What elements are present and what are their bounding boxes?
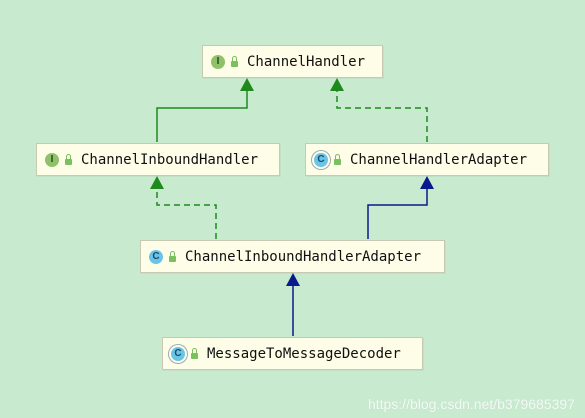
node-channel-inbound-handler-adapter[interactable]: C ChannelInboundHandlerAdapter	[140, 240, 445, 273]
node-label: ChannelInboundHandlerAdapter	[185, 248, 422, 265]
node-label: ChannelHandler	[247, 53, 366, 70]
arrowhead-adapter-to-handler	[330, 78, 344, 91]
lock-icon	[231, 56, 238, 67]
node-message-to-message-decoder[interactable]: C MessageToMessageDecoder	[162, 337, 423, 370]
abstract-class-icon: C	[314, 152, 328, 167]
node-channel-handler-adapter[interactable]: C ChannelHandlerAdapter	[305, 143, 549, 176]
edge-inbound-to-handler	[156, 88, 248, 142]
node-label: ChannelInboundHandler	[81, 151, 259, 168]
node-channel-handler[interactable]: I ChannelHandler	[202, 45, 383, 78]
node-channel-inbound-handler[interactable]: I ChannelInboundHandler	[36, 143, 280, 176]
lock-icon	[65, 154, 72, 165]
arrowhead-inbound-adapter-to-inbound	[150, 176, 164, 189]
arrowhead-inbound-to-handler	[240, 78, 254, 91]
class-icon: C	[149, 249, 163, 264]
lock-icon	[191, 348, 198, 359]
edge-inbound-adapter-to-adapter	[367, 186, 428, 239]
watermark: https://blog.csdn.net/b379685397	[367, 396, 575, 412]
interface-icon: I	[211, 54, 225, 69]
edge-adapter-to-handler	[336, 88, 428, 142]
arrowhead-inbound-adapter-to-adapter	[420, 176, 434, 189]
interface-icon: I	[45, 152, 59, 167]
node-label: ChannelHandlerAdapter	[350, 151, 528, 168]
arrowhead-decoder-to-inbound-adapter	[286, 273, 300, 286]
edge-inbound-adapter-to-inbound	[156, 186, 217, 239]
abstract-class-icon: C	[171, 346, 185, 361]
lock-icon	[169, 251, 176, 262]
node-label: MessageToMessageDecoder	[207, 345, 401, 362]
lock-icon	[334, 154, 341, 165]
